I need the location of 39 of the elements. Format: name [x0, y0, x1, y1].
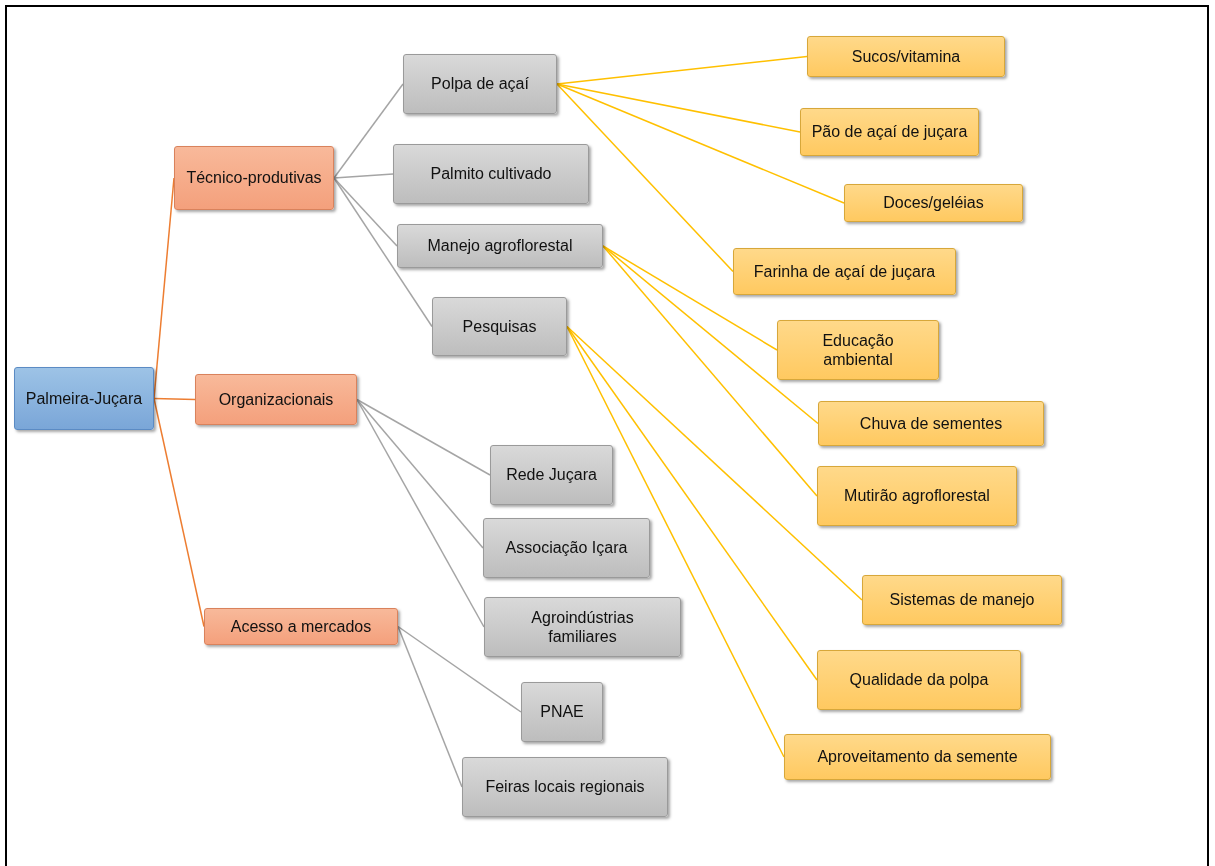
topic-box: Pesquisas — [432, 297, 567, 356]
connector-line — [333, 83, 404, 179]
connector-line — [556, 83, 845, 204]
root-box: Palmeira-Juçara — [14, 367, 154, 430]
item-box: Educação ambiental — [777, 320, 939, 380]
item-box: Mutirão agroflorestal — [817, 466, 1017, 526]
item-box: Sistemas de manejo — [862, 575, 1062, 625]
category-box: Acesso a mercados — [204, 608, 398, 645]
connector-line — [602, 245, 819, 425]
connector-line — [356, 398, 491, 476]
connector-line — [566, 325, 818, 681]
item-box: Doces/geléias — [844, 184, 1023, 222]
item-box: Farinha de açaí de juçara — [733, 248, 956, 295]
connector-line — [602, 245, 818, 497]
connector-line — [556, 55, 808, 85]
item-box: Qualidade da polpa — [817, 650, 1021, 710]
item-box: Aproveitamento da semente — [784, 734, 1051, 780]
connector-line — [153, 397, 205, 628]
connector-line — [556, 83, 734, 273]
item-box: Pão de açaí de juçara — [800, 108, 979, 156]
category-box: Técnico-produtivas — [174, 146, 334, 210]
topic-box: Manejo agroflorestal — [397, 224, 603, 268]
category-box: Organizacionais — [195, 374, 357, 425]
topic-box: Rede Juçara — [490, 445, 613, 505]
topic-box: Palmito cultivado — [393, 144, 589, 204]
topic-box: PNAE — [521, 682, 603, 742]
connector-line — [566, 325, 863, 601]
connector-line — [397, 625, 522, 713]
topic-box: Polpa de açaí — [403, 54, 557, 114]
topic-box: Associação Içara — [483, 518, 650, 578]
item-box: Sucos/vitamina — [807, 36, 1005, 77]
topic-box: Feiras locais regionais — [462, 757, 668, 817]
connector-line — [333, 173, 394, 179]
connector-line — [153, 397, 196, 401]
item-box: Chuva de sementes — [818, 401, 1044, 446]
connector-line — [333, 177, 433, 328]
topic-box: Agroindústrias familiares — [484, 597, 681, 657]
connector-line — [356, 398, 484, 549]
connector-line — [397, 625, 463, 788]
